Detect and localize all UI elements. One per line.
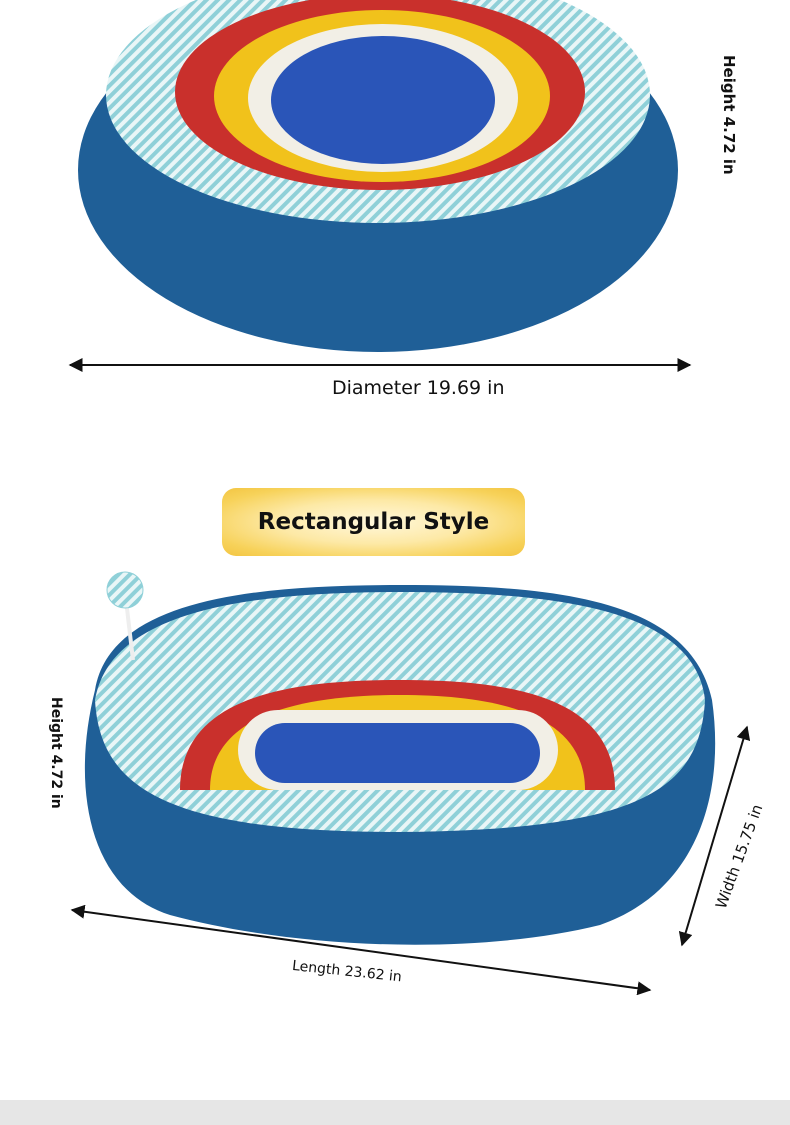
rect-height-label: Height 4.72 in [48,697,64,809]
lollipop-toy [106,571,144,609]
round-height-label: Height 4.72 in [720,55,738,175]
rectangular-style-badge: Rectangular Style [222,488,525,556]
diameter-label: Diameter 19.69 in [332,377,505,399]
length-arrow [70,904,652,996]
width-arrow [678,725,751,947]
footer-bar [0,1100,790,1125]
round-cat-bed [78,0,678,352]
rectangular-cat-bed [84,571,716,945]
